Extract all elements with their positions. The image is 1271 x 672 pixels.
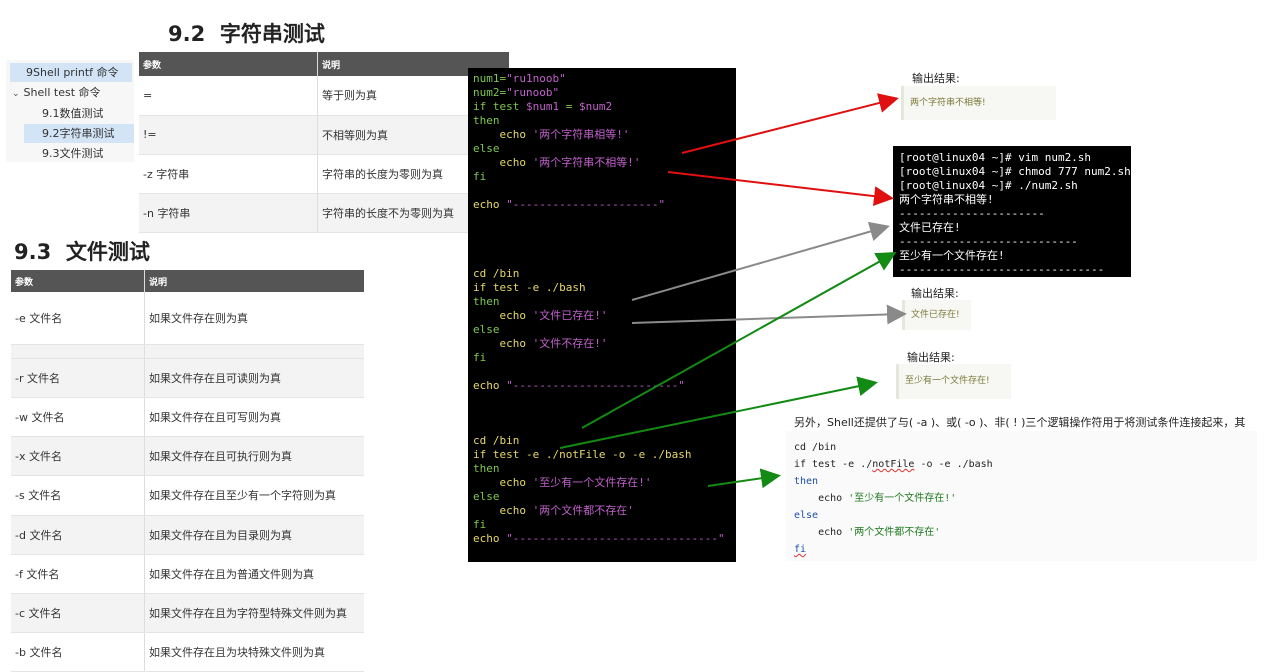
- table-row: = 等于则为真: [139, 76, 509, 116]
- sidebar-item-file-test[interactable]: 9.3文件测试: [42, 144, 104, 163]
- table-cell: -x 文件名: [11, 436, 145, 476]
- green-arrow: [581, 252, 897, 429]
- sidebar-item-label: 9.1数值测试: [42, 107, 104, 120]
- code-sample: cd /bin if test -e ./notFile -o -e ./bas…: [786, 431, 1257, 561]
- output-box: 文件已存在!: [902, 300, 971, 330]
- gray-arrow: [631, 221, 890, 301]
- terminal-output-window[interactable]: [root@linux04 ~]# vim num2.sh [root@linu…: [893, 146, 1131, 277]
- table-row: -r 文件名 如果文件存在且可读则为真: [11, 358, 364, 398]
- terminal-line: [root@linux04 ~]# vim num2.sh: [899, 151, 1092, 164]
- table-cell: 如果文件存在且为普通文件则为真: [144, 554, 364, 594]
- sidebar-item-label: Shell test 命令: [23, 86, 101, 99]
- table-cell: !=: [139, 115, 318, 155]
- file-test-table: 参数 说明 -e 文件名 如果文件存在则为真 -r 文件名 如果文件存在且可读则…: [11, 270, 364, 672]
- table-cell: -c 文件名: [11, 593, 145, 633]
- green-arrow: [559, 376, 878, 449]
- table-cell: [11, 344, 145, 359]
- table-cell: -n 字符串: [139, 193, 318, 233]
- table-cell: -w 文件名: [11, 397, 145, 437]
- red-arrow: [667, 171, 894, 207]
- table-cell: -b 文件名: [11, 632, 145, 672]
- terminal-line: [root@linux04 ~]# chmod 777 num2.sh: [899, 165, 1131, 178]
- table-cell: -d 文件名: [11, 515, 145, 555]
- output-box: 至少有一个文件存在!: [896, 364, 1011, 399]
- gray-arrow: [631, 304, 907, 325]
- table-row: -c 文件名 如果文件存在且为字符型特殊文件则为真: [11, 593, 364, 633]
- table-cell: 如果文件存在且至少有一个字符则为真: [144, 475, 364, 516]
- column-header: 参数: [139, 52, 318, 76]
- chevron-down-icon[interactable]: ⌄: [12, 89, 20, 99]
- sidebar-item-label: 9.3文件测试: [42, 147, 104, 160]
- table-row: [11, 344, 364, 359]
- table-cell: 如果文件存在且为块特殊文件则为真: [144, 632, 364, 672]
- table-cell: -f 文件名: [11, 554, 145, 594]
- table-cell: -r 文件名: [11, 358, 145, 398]
- sidebar-nav: 9Shell printf 命令 ⌄Shell test 命令 9.1数值测试 …: [6, 60, 134, 162]
- table-cell: =: [139, 76, 318, 116]
- output-label: 输出结果:: [907, 351, 955, 364]
- column-header: 说明: [144, 270, 364, 292]
- table-cell: 如果文件存在且为字符型特殊文件则为真: [144, 593, 364, 633]
- sidebar-item-label: 9.2字符串测试: [42, 127, 115, 140]
- terminal-line: 至少有一个文件存在!: [899, 249, 1005, 262]
- table-row: -s 文件名 如果文件存在且至少有一个字符则为真: [11, 475, 364, 516]
- terminal-line: ----------------------: [899, 207, 1045, 220]
- terminal-code-editor[interactable]: num1="ru1noob" num2="runoob" if test $nu…: [468, 68, 736, 562]
- terminal-line: ---------------------------: [899, 235, 1078, 248]
- terminal-line: 文件已存在!: [899, 221, 961, 234]
- red-arrow: [681, 93, 899, 154]
- table-cell: 如果文件存在则为真: [144, 292, 364, 345]
- terminal-line: -------------------------------: [899, 263, 1105, 276]
- table-cell: -e 文件名: [11, 292, 145, 345]
- terminal-line: 两个字符串不相等!: [899, 193, 994, 206]
- output-box: 两个字符串不相等!: [901, 86, 1056, 120]
- table-cell: [144, 344, 364, 359]
- table-cell: 如果文件存在且可写则为真: [144, 397, 364, 437]
- sidebar-item-numeric-test[interactable]: 9.1数值测试: [42, 104, 104, 123]
- section-9-3-heading: 9.3 文件测试: [14, 240, 150, 264]
- sidebar-item-label: 9Shell printf 命令: [26, 66, 119, 79]
- sidebar-item-printf[interactable]: 9Shell printf 命令: [10, 63, 132, 82]
- output-label: 输出结果:: [911, 287, 959, 300]
- output-label: 输出结果:: [912, 72, 960, 85]
- column-header: 参数: [11, 270, 145, 292]
- table-cell: 如果文件存在且可读则为真: [144, 358, 364, 398]
- green-arrow: [707, 468, 781, 489]
- terminal-line: [root@linux04 ~]# ./num2.sh: [899, 179, 1078, 192]
- table-row: -d 文件名 如果文件存在且为目录则为真: [11, 515, 364, 555]
- table-cell: -s 文件名: [11, 475, 145, 516]
- table-row: -f 文件名 如果文件存在且为普通文件则为真: [11, 554, 364, 594]
- sidebar-item-shell-test[interactable]: ⌄Shell test 命令: [12, 83, 101, 102]
- table-row: -w 文件名 如果文件存在且可写则为真: [11, 397, 364, 437]
- table-cell: 如果文件存在且可执行则为真: [144, 436, 364, 476]
- table-row: -x 文件名 如果文件存在且可执行则为真: [11, 436, 364, 476]
- logical-operators-note: 另外，Shell还提供了与( -a )、或( -o )、非( ! )三个逻辑操作…: [794, 416, 1246, 429]
- table-cell: -z 字符串: [139, 154, 318, 194]
- sidebar-item-string-test[interactable]: 9.2字符串测试: [24, 124, 134, 143]
- section-9-2-heading: 9.2 字符串测试: [168, 22, 325, 46]
- table-row: -b 文件名 如果文件存在且为块特殊文件则为真: [11, 632, 364, 672]
- table-cell: 如果文件存在且为目录则为真: [144, 515, 364, 555]
- table-row: -e 文件名 如果文件存在则为真: [11, 292, 364, 345]
